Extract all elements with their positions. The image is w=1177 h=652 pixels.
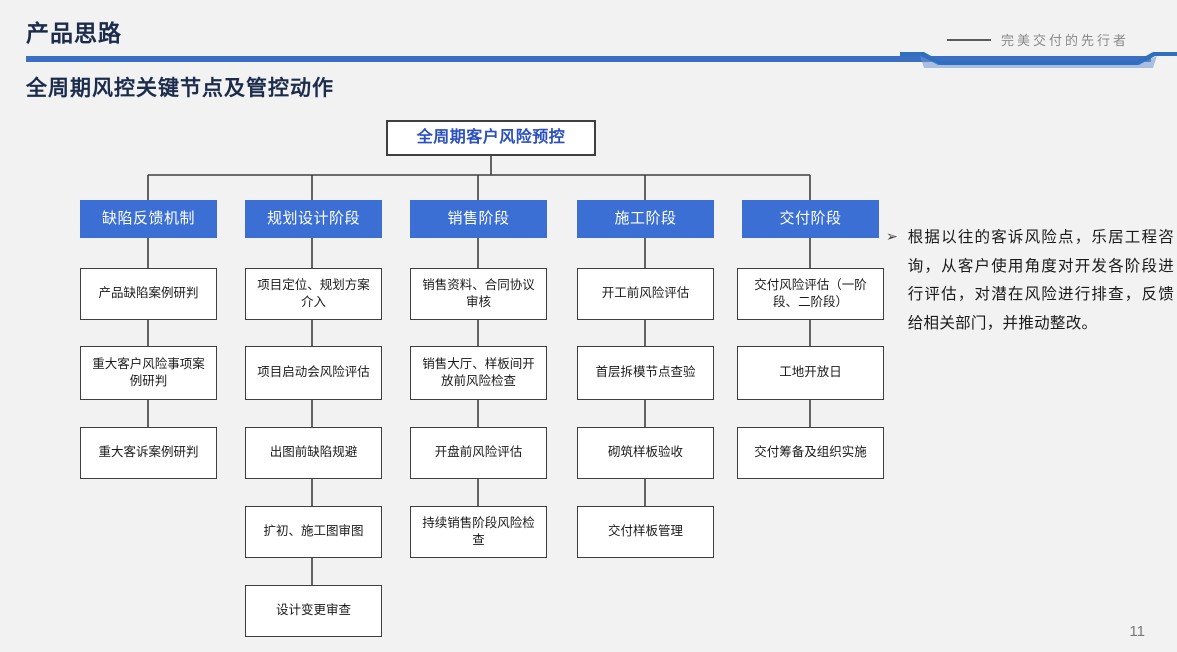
- node-c4-2[interactable]: 首层拆模节点查验: [577, 346, 714, 400]
- note-block: ➢ 根据以往的客诉风险点，乐居工程咨询，从客户使用角度对开发各阶段进行评估，对潜…: [886, 224, 1174, 339]
- tagline-rule-icon: [946, 38, 991, 41]
- page-title: 全周期风控关键节点及管控动作: [26, 77, 334, 100]
- node-c3-3[interactable]: 开盘前风险评估: [410, 427, 547, 479]
- node-c5-1[interactable]: 交付风险评估（一阶段、二阶段）: [737, 268, 884, 320]
- node-c5-3[interactable]: 交付筹备及组织实施: [737, 427, 884, 479]
- node-c3-4[interactable]: 持续销售阶段风险检查: [410, 506, 547, 558]
- node-c4-1[interactable]: 开工前风险评估: [577, 268, 714, 320]
- column-header-2[interactable]: 规划设计阶段: [245, 200, 382, 238]
- header-divider: [26, 56, 1151, 62]
- note-text: 根据以往的客诉风险点，乐居工程咨询，从客户使用角度对开发各阶段进行评估，对潜在风…: [907, 229, 1174, 333]
- node-c2-2[interactable]: 项目启动会风险评估: [245, 346, 382, 400]
- page-kicker: 产品思路: [26, 20, 122, 46]
- tagline-text: 完美交付的先行者: [1000, 33, 1129, 48]
- ribbon-decoration-icon: [900, 52, 1177, 68]
- node-c1-3[interactable]: 重大客诉案例研判: [80, 427, 217, 479]
- root-node[interactable]: 全周期客户风险预控: [386, 120, 596, 156]
- node-c2-3[interactable]: 出图前缺陷规避: [245, 427, 382, 479]
- tagline-group: 完美交付的先行者: [946, 30, 1129, 49]
- column-header-5[interactable]: 交付阶段: [742, 200, 879, 238]
- node-c4-3[interactable]: 砌筑样板验收: [577, 427, 714, 479]
- node-c3-1[interactable]: 销售资料、合同协议审核: [410, 268, 547, 320]
- node-c4-4[interactable]: 交付样板管理: [577, 506, 714, 558]
- column-header-4[interactable]: 施工阶段: [577, 200, 714, 238]
- bullet-arrow-icon: ➢: [886, 228, 898, 244]
- node-c1-2[interactable]: 重大客户风险事项案例研判: [80, 346, 217, 400]
- node-c2-1[interactable]: 项目定位、规划方案介入: [245, 268, 382, 320]
- node-c1-1[interactable]: 产品缺陷案例研判: [80, 268, 217, 320]
- node-c5-2[interactable]: 工地开放日: [737, 346, 884, 400]
- column-header-3[interactable]: 销售阶段: [410, 200, 547, 238]
- node-c2-4[interactable]: 扩初、施工图审图: [245, 506, 382, 558]
- column-header-1[interactable]: 缺陷反馈机制: [80, 200, 217, 238]
- node-c3-2[interactable]: 销售大厅、样板间开放前风险检查: [410, 346, 547, 400]
- node-c2-5[interactable]: 设计变更审查: [245, 585, 382, 637]
- page-number: 11: [1129, 623, 1145, 640]
